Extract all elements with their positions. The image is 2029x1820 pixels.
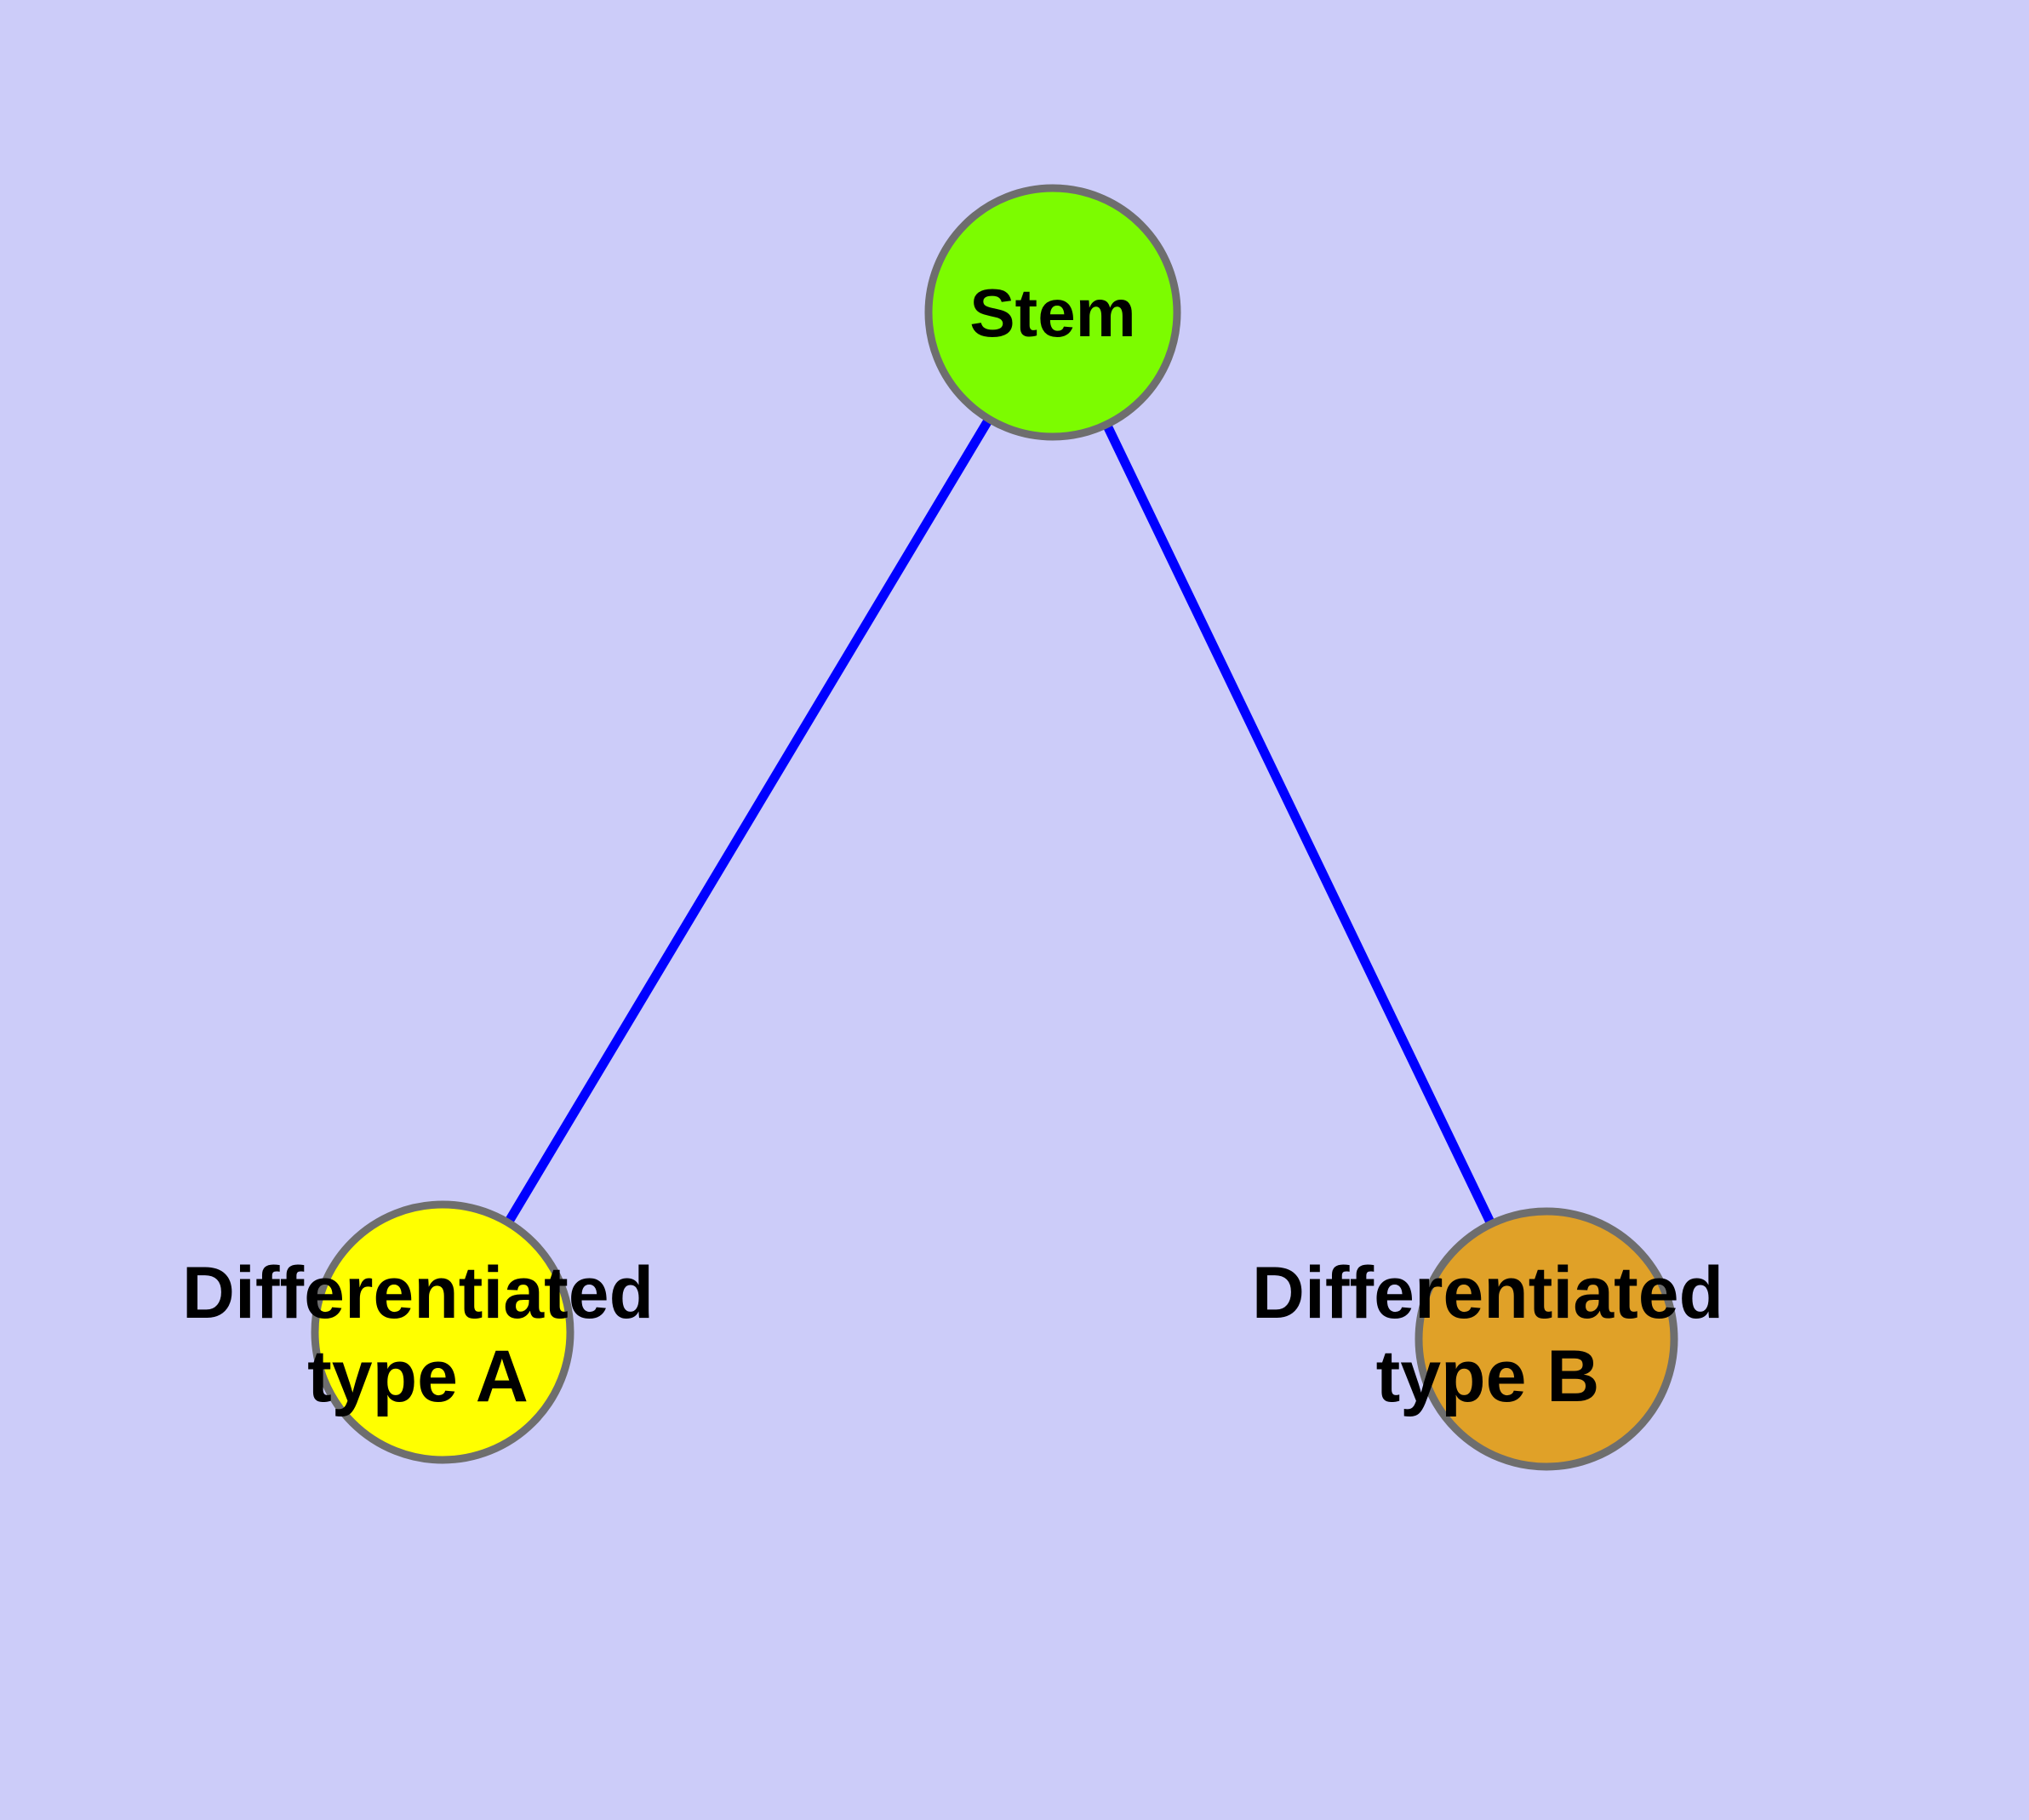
node-circle-diff-a[interactable]	[311, 1200, 574, 1464]
edge-stem-to-diff-a[interactable]	[438, 310, 1057, 1335]
node-label-stem: Stem	[969, 275, 1136, 351]
node-label-line: type A	[307, 1336, 529, 1417]
node-label-line: type B	[1376, 1336, 1600, 1417]
edge-stem-to-diff-b[interactable]	[1049, 310, 1551, 1342]
node-circle-diff-b[interactable]	[1415, 1207, 1678, 1471]
node-stem[interactable]: Stem	[924, 184, 1181, 441]
node-label-line: Differentiated	[1252, 1252, 1723, 1334]
node-circle-stem[interactable]	[924, 184, 1181, 441]
node-label-line: Stem	[969, 275, 1136, 351]
node-label-line: Differentiated	[182, 1252, 654, 1334]
edges-layer	[438, 310, 1551, 1342]
